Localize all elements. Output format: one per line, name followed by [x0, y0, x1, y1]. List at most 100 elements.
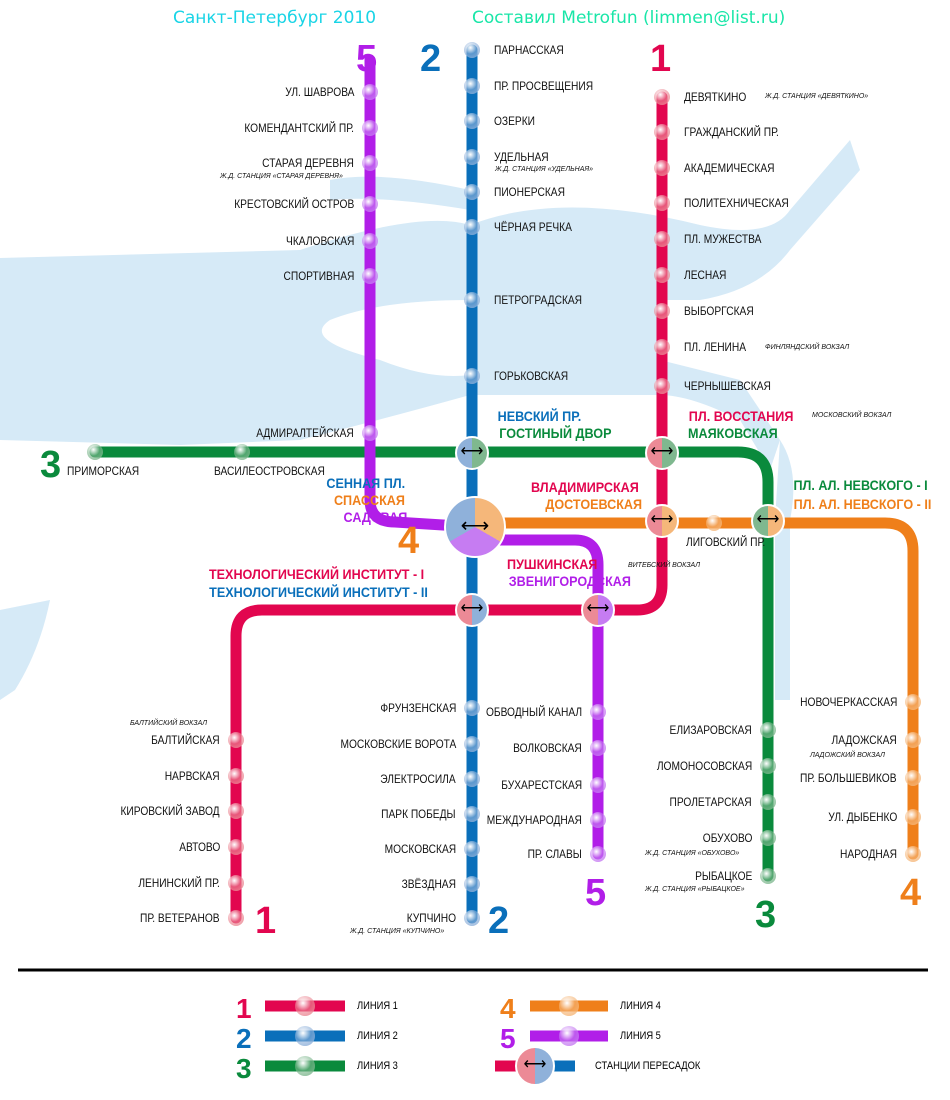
station-marker[interactable]	[654, 231, 670, 247]
station-label[interactable]: ГРАЖДАНСКИЙ ПР.	[684, 125, 779, 139]
station-label[interactable]: ОБУХОВО	[702, 831, 752, 845]
station-marker[interactable]	[905, 809, 921, 825]
station-marker[interactable]	[464, 219, 480, 235]
station-label[interactable]: АКАДЕМИЧЕСКАЯ	[684, 161, 775, 175]
station-label[interactable]: ВОЛКОВСКАЯ	[513, 741, 582, 755]
station-label[interactable]: НОВОЧЕРКАССКАЯ	[799, 695, 897, 709]
station-label[interactable]: ОЗЕРКИ	[494, 114, 535, 128]
station-marker[interactable]	[362, 233, 378, 249]
station-marker[interactable]	[228, 875, 244, 891]
station-label[interactable]: ПИОНЕРСКАЯ	[494, 185, 565, 199]
station-marker[interactable]	[760, 794, 776, 810]
station-label[interactable]: ПР. ВЕТЕРАНОВ	[140, 911, 220, 925]
station-marker[interactable]	[464, 113, 480, 129]
station-marker[interactable]	[362, 425, 378, 441]
station-marker[interactable]	[760, 722, 776, 738]
station-label[interactable]: КРЕСТОВСКИЙ ОСТРОВ	[233, 197, 354, 211]
transfer-hub[interactable]: ⟷	[645, 436, 679, 470]
station-label[interactable]: ЧКАЛОВСКАЯ	[285, 234, 354, 248]
station-marker[interactable]	[464, 700, 480, 716]
station-marker[interactable]	[464, 806, 480, 822]
station-label[interactable]: ПАРК ПОБЕДЫ	[381, 807, 456, 821]
station-label[interactable]: ПР. ПРОСВЕЩЕНИЯ	[494, 79, 594, 93]
station-marker[interactable]	[464, 771, 480, 787]
station-label[interactable]: КОМЕНДАНТСКИЙ ПР.	[244, 121, 354, 135]
station-marker[interactable]	[760, 758, 776, 774]
station-marker[interactable]	[905, 732, 921, 748]
station-label[interactable]: ЗВЁЗДНАЯ	[401, 877, 456, 891]
station-marker[interactable]	[654, 303, 670, 319]
station-label[interactable]: ЛАДОЖСКАЯ	[831, 733, 897, 747]
station-marker[interactable]	[362, 155, 378, 171]
station-label[interactable]: ВЫБОРГСКАЯ	[684, 304, 754, 318]
station-marker[interactable]	[905, 846, 921, 862]
station-marker[interactable]	[654, 195, 670, 211]
station-marker[interactable]	[905, 770, 921, 786]
station-label[interactable]: ЧЕРНЫШЕВСКАЯ	[684, 379, 771, 393]
station-marker[interactable]	[654, 124, 670, 140]
station-label[interactable]: АДМИРАЛТЕЙСКАЯ	[256, 426, 354, 440]
station-marker[interactable]	[654, 339, 670, 355]
station-marker[interactable]	[464, 78, 480, 94]
station-marker[interactable]	[464, 910, 480, 926]
station-label[interactable]: НАРВСКАЯ	[165, 769, 220, 783]
station-marker[interactable]	[228, 732, 244, 748]
station-label[interactable]: ЛОМОНОСОВСКАЯ	[656, 759, 752, 773]
transfer-hub[interactable]: ⟷	[581, 593, 615, 627]
transfer-hub[interactable]: ⟷	[645, 504, 679, 538]
station-marker[interactable]	[464, 876, 480, 892]
transfer-hub-sennaya[interactable]: ⟷	[444, 496, 506, 558]
station-marker[interactable]	[706, 515, 722, 531]
station-marker[interactable]	[654, 160, 670, 176]
station-label[interactable]: ОБВОДНЫЙ КАНАЛ	[485, 705, 582, 719]
station-marker[interactable]	[654, 89, 670, 105]
station-label[interactable]: УДЕЛЬНАЯ	[494, 150, 549, 164]
station-marker[interactable]	[362, 196, 378, 212]
station-label[interactable]: ВАСИЛЕОСТРОВСКАЯ	[214, 464, 325, 478]
station-marker[interactable]	[590, 846, 606, 862]
station-marker[interactable]	[464, 841, 480, 857]
station-marker[interactable]	[590, 777, 606, 793]
station-label[interactable]: ПР. СЛАВЫ	[527, 847, 582, 861]
station-label[interactable]: ЛИГОВСКИЙ ПР.	[686, 535, 766, 549]
station-label[interactable]: ПР. БОЛЬШЕВИКОВ	[800, 771, 897, 785]
station-label[interactable]: МЕЖДУНАРОДНАЯ	[486, 813, 582, 827]
station-label[interactable]: ПРИМОРСКАЯ	[67, 464, 140, 478]
station-label[interactable]: КУПЧИНО	[406, 911, 456, 925]
station-label[interactable]: УЛ. ШАВРОВА	[284, 85, 354, 99]
station-marker[interactable]	[228, 910, 244, 926]
station-marker[interactable]	[464, 736, 480, 752]
station-label[interactable]: ФРУНЗЕНСКАЯ	[380, 701, 456, 715]
station-marker[interactable]	[760, 868, 776, 884]
station-label[interactable]: ПЛ. МУЖЕСТВА	[684, 232, 762, 246]
station-label[interactable]: ПОЛИТЕХНИЧЕСКАЯ	[684, 196, 789, 210]
station-label[interactable]: МОСКОВСКИЕ ВОРОТА	[340, 737, 456, 751]
station-label[interactable]: ЭЛЕКТРОСИЛА	[380, 772, 456, 786]
station-marker[interactable]	[590, 812, 606, 828]
station-marker[interactable]	[464, 42, 480, 58]
station-label[interactable]: УЛ. ДЫБЕНКО	[827, 810, 897, 824]
transfer-hub[interactable]: ⟷	[455, 593, 489, 627]
station-label[interactable]: БУХАРЕСТСКАЯ	[501, 778, 582, 792]
station-label[interactable]: СТАРАЯ ДЕРЕВНЯ	[262, 156, 354, 170]
station-marker[interactable]	[654, 378, 670, 394]
station-label[interactable]: СПОРТИВНАЯ	[283, 269, 354, 283]
station-label[interactable]: ЛЕНИНСКИЙ ПР.	[138, 876, 220, 890]
station-marker[interactable]	[464, 292, 480, 308]
station-label[interactable]: ЧЁРНАЯ РЕЧКА	[494, 220, 572, 234]
station-label[interactable]: НАРОДНАЯ	[840, 847, 897, 861]
station-label[interactable]: ПРОЛЕТАРСКАЯ	[669, 795, 752, 809]
station-label[interactable]: ПАРНАССКАЯ	[494, 43, 564, 57]
station-label[interactable]: ГОРЬКОВСКАЯ	[494, 369, 569, 383]
station-marker[interactable]	[228, 839, 244, 855]
station-label[interactable]: АВТОВО	[178, 840, 220, 854]
station-marker[interactable]	[654, 267, 670, 283]
station-marker[interactable]	[905, 694, 921, 710]
station-label[interactable]: ДЕВЯТКИНО	[684, 90, 747, 104]
transfer-hub[interactable]: ⟷	[751, 504, 785, 538]
station-marker[interactable]	[464, 149, 480, 165]
station-marker[interactable]	[228, 803, 244, 819]
station-marker[interactable]	[362, 84, 378, 100]
station-marker[interactable]	[228, 768, 244, 784]
station-label[interactable]: ПЕТРОГРАДСКАЯ	[494, 293, 583, 307]
